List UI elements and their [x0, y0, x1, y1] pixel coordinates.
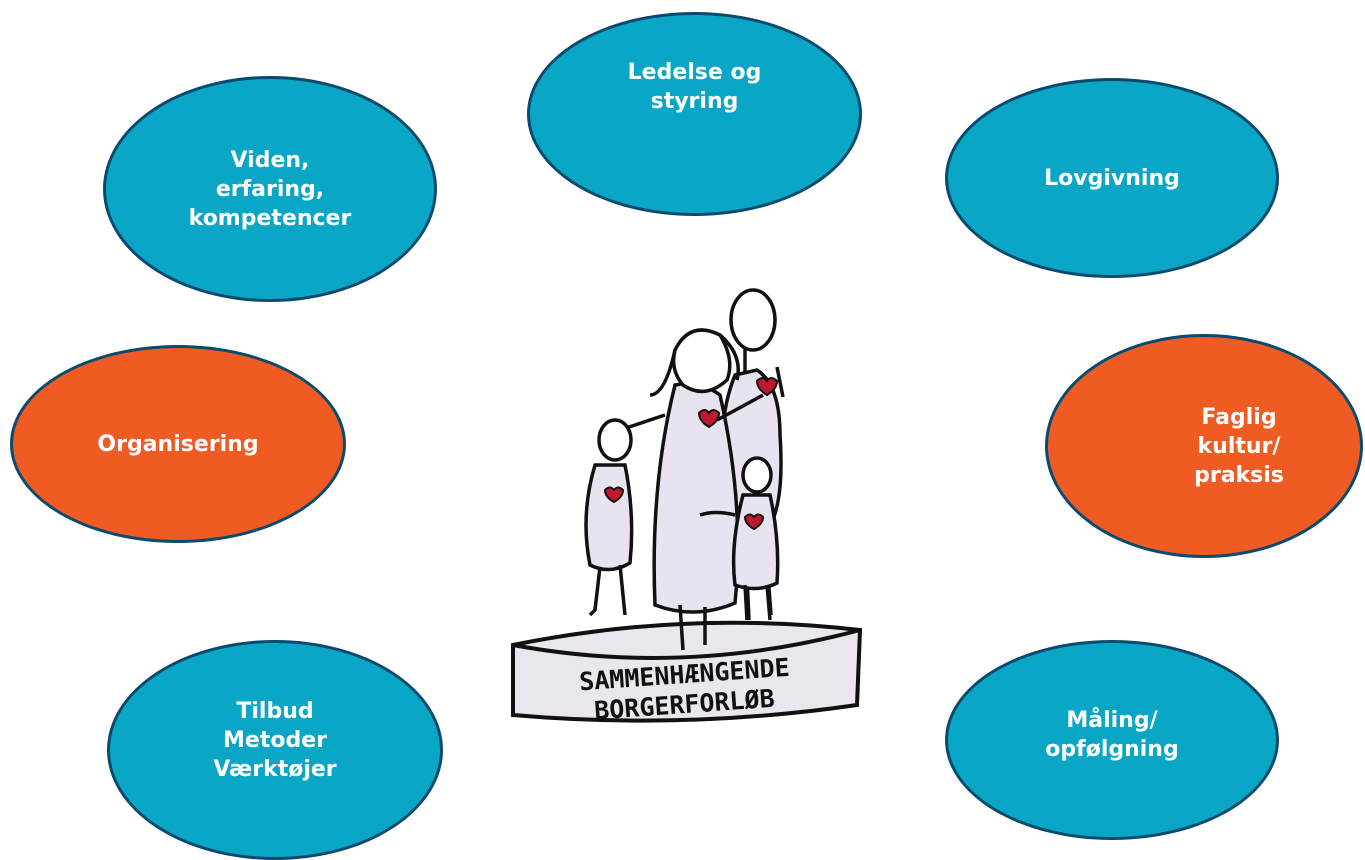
- bubble-lovgivning: Lovgivning: [945, 78, 1279, 278]
- bubble-viden-erfaring-kompetencer: Viden, erfaring, kompetencer: [103, 76, 437, 302]
- figure-boy: [584, 418, 634, 617]
- family-on-pedestal-illustration: SAMMENHÆNGENDE BORGERFORLØB: [511, 288, 863, 725]
- figure-mother: [604, 328, 764, 651]
- pedestal: SAMMENHÆNGENDE BORGERFORLØB: [511, 620, 863, 725]
- bubble-ledelse-og-styring: Ledelse og styring: [527, 12, 862, 216]
- bubble-maaling-opfoelgning: Måling/ opfølgning: [945, 640, 1279, 840]
- bubble-faglig-kultur-praksis: Faglig kultur/ praksis: [1045, 334, 1363, 558]
- bubble-organisering: Organisering: [10, 345, 346, 543]
- figure-girl: [699, 456, 780, 621]
- bubble-tilbud-metoder-vaerktoejer: Tilbud Metoder Værktøjer: [107, 640, 443, 860]
